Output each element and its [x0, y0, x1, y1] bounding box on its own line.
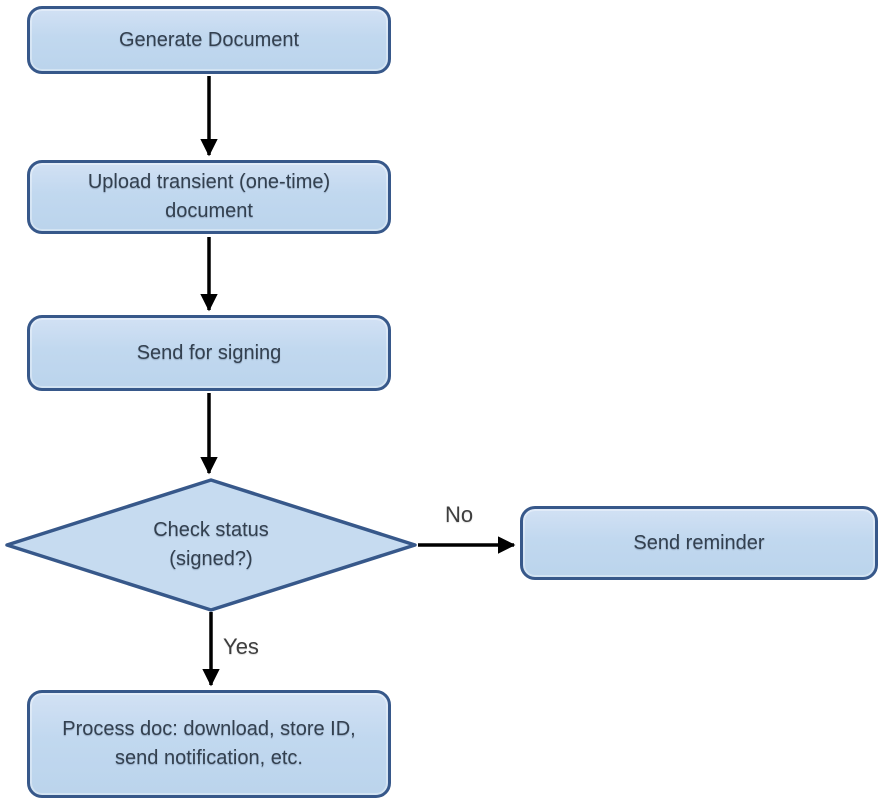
edge-label-yes: Yes — [223, 634, 259, 659]
decision-diamond-shape — [5, 478, 417, 612]
node-upload-transient-document-label: Upload transient (one-time) document — [87, 171, 331, 222]
node-upload-transient-document: Upload transient (one-time) document — [27, 160, 391, 234]
node-send-for-signing: Send for signing — [27, 315, 391, 391]
node-send-reminder: Send reminder — [520, 506, 878, 580]
node-generate-document-label: Generate Document — [118, 28, 300, 51]
node-process-doc-label: Process doc: download, store ID, send no… — [62, 718, 356, 769]
node-send-reminder-label: Send reminder — [633, 531, 765, 554]
node-send-for-signing-label: Send for signing — [136, 341, 282, 364]
node-generate-document: Generate Document — [27, 6, 391, 74]
edge-label-no: No — [444, 502, 474, 527]
node-process-doc: Process doc: download, store ID, send no… — [27, 690, 391, 798]
